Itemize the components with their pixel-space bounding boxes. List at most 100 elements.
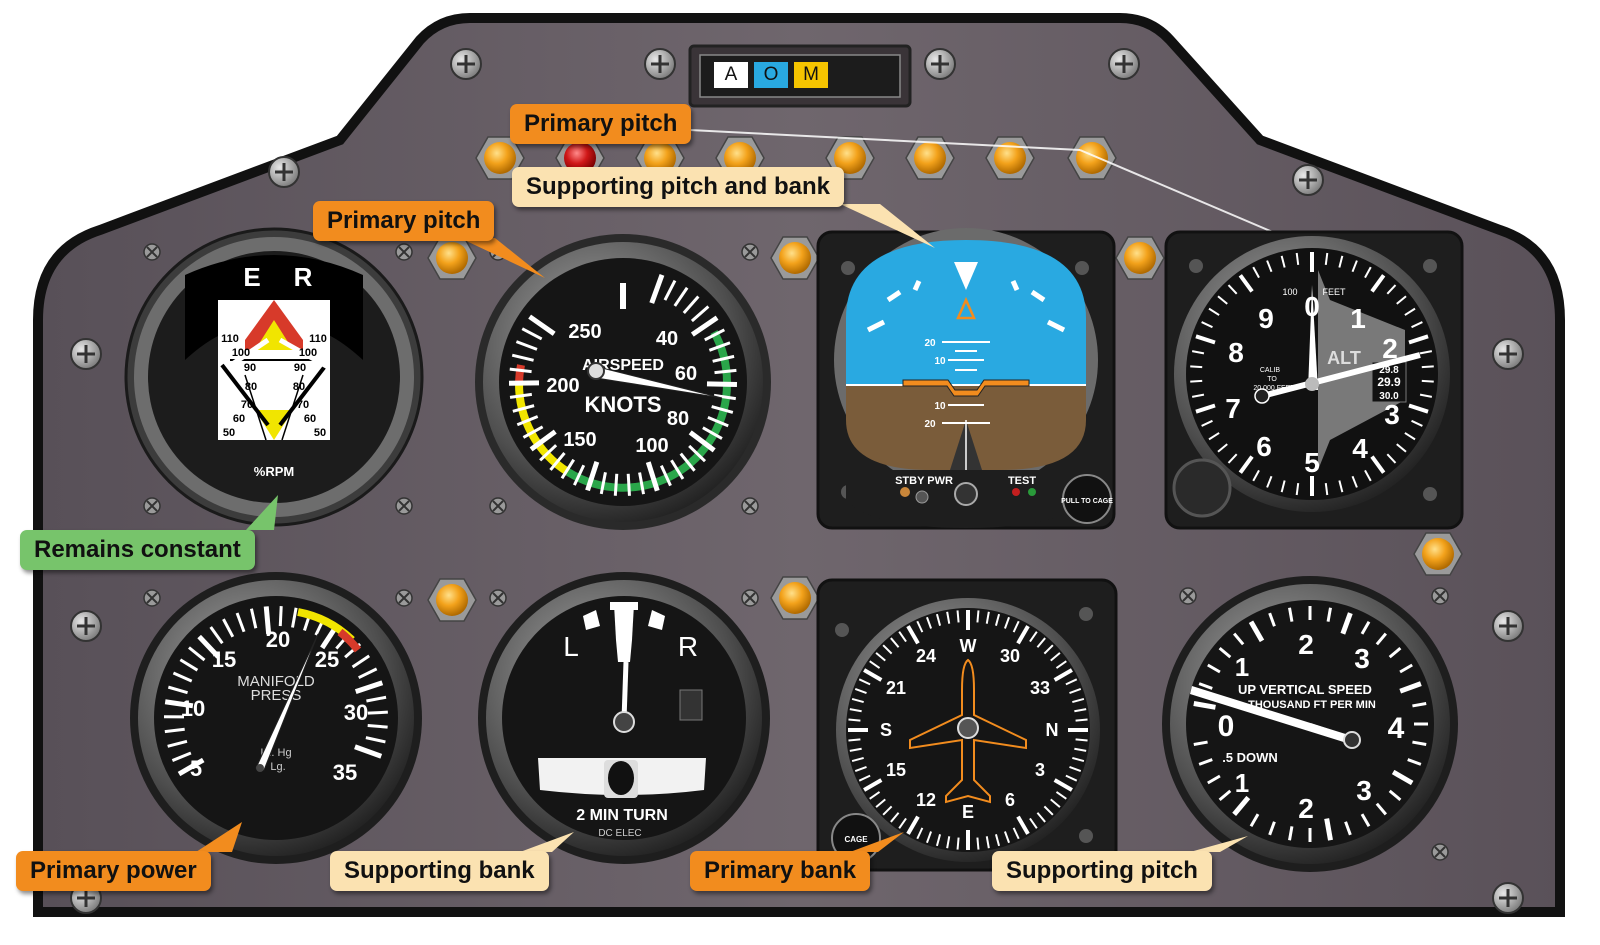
mp-label-15: 15 — [212, 647, 236, 672]
hdg-card-e: E — [962, 802, 974, 822]
tach-scale-100-right: 100 — [299, 347, 317, 359]
tachometer-gauge: E R 110 100 90 80 70 60 50 110 100 90 80… — [124, 227, 424, 527]
turn-inclinometer-ball — [608, 761, 634, 795]
alt-digit-4: 4 — [1352, 433, 1368, 464]
alt-digit-6: 6 — [1256, 431, 1272, 462]
callout-airspeed-primary-pitch: Primary pitch — [313, 201, 495, 241]
manifold-pressure-gauge: 5 10 15 20 25 30 35 MANIFOLD PRESS IN. H… — [130, 572, 422, 864]
alt-label-alt: ALT — [1327, 348, 1361, 368]
warning-lamp-icon — [1067, 136, 1117, 180]
hdg-num-33: 33 — [1030, 678, 1050, 698]
ai-cage-knob[interactable] — [1062, 474, 1112, 524]
screw-icon — [70, 610, 102, 642]
mp-label-35: 35 — [333, 760, 357, 785]
alt-label-100: 100 — [1282, 287, 1297, 297]
attitude-indicator: 20 10 10 20 STBY PWR TEST PULL TO CAGE — [816, 228, 1116, 530]
screw-icon — [450, 48, 482, 80]
tach-label-e: E — [243, 262, 260, 292]
tach-scale-110-left: 110 — [221, 333, 239, 345]
small-screw-icon — [143, 589, 161, 607]
hdg-cage-label: CAGE — [844, 835, 868, 844]
alt-short-needle — [1261, 352, 1421, 399]
vsi-label-2-down: 2 — [1298, 793, 1314, 824]
alt-kollsman-1: 29.8 — [1379, 365, 1399, 376]
callout-tachometer-constant: Remains constant — [20, 530, 255, 570]
asi-label-40: 40 — [656, 328, 678, 350]
tach-scale-110-right: 110 — [309, 333, 327, 345]
alt-setting-knob[interactable] — [1172, 458, 1232, 518]
tach-scale-50-left: 50 — [223, 427, 235, 439]
marker-a-light: A — [714, 62, 748, 88]
small-screw-icon — [1431, 843, 1449, 861]
mp-label-10: 10 — [181, 696, 205, 721]
tach-scale-90-left: 90 — [244, 362, 256, 374]
asi-label-200: 200 — [546, 375, 579, 397]
turn-right-label: R — [678, 631, 698, 662]
alt-digit-8: 8 — [1228, 337, 1244, 368]
hdg-num-24: 24 — [916, 646, 936, 666]
hdg-card-n: N — [1046, 720, 1059, 740]
alt-calib-1: CALIB — [1260, 367, 1281, 374]
vsi-up-label: UP VERTICAL SPEED — [1238, 682, 1372, 697]
small-screw-icon — [395, 589, 413, 607]
turn-left-label: L — [563, 631, 579, 662]
callout-attitude-supporting: Supporting pitch and bank — [512, 167, 844, 207]
hdg-num-6: 6 — [1005, 790, 1015, 810]
vsi-label-1-down: 1 — [1235, 768, 1249, 798]
ai-stby-pwr: STBY PWR — [895, 475, 953, 487]
callout-altimeter-primary-pitch: Primary pitch — [510, 104, 692, 144]
screw-icon — [1492, 338, 1524, 370]
turn-sub-label: DC ELEC — [598, 828, 641, 839]
hdg-num-30: 30 — [1000, 646, 1020, 666]
ai-pitch-20-up: 20 — [924, 338, 936, 349]
vsi-label-2-up: 2 — [1298, 629, 1314, 660]
warning-lamp-icon — [985, 136, 1035, 180]
ai-pitch-20-down: 20 — [924, 419, 936, 430]
screw-icon — [70, 338, 102, 370]
warning-lamp-icon — [825, 136, 875, 180]
hdg-num-15: 15 — [886, 760, 906, 780]
hdg-card-s: S — [880, 720, 892, 740]
alt-calib-2: TO — [1267, 376, 1277, 383]
marker-beacon-lights: A O M — [714, 62, 828, 88]
alt-label-feet: FEET — [1322, 287, 1346, 297]
tach-unit: %RPM — [254, 464, 294, 479]
vsi-label-0: 0 — [1218, 710, 1235, 743]
screw-icon — [644, 48, 676, 80]
warning-lamp-icon — [427, 578, 477, 622]
asi-label-80: 80 — [667, 408, 689, 430]
ai-stby-knob[interactable] — [954, 482, 978, 506]
marker-m-light: M — [794, 62, 828, 88]
tach-scale-70-right: 70 — [297, 399, 309, 411]
tach-scale-80-left: 80 — [245, 381, 257, 393]
vsi-sub-label: THOUSAND FT PER MIN — [1248, 699, 1376, 711]
screw-icon — [924, 48, 956, 80]
tach-scale-60-left: 60 — [233, 413, 245, 425]
annunciator-lamps — [427, 136, 1463, 622]
small-screw-icon — [1179, 587, 1197, 605]
asi-unit: KNOTS — [585, 392, 662, 417]
alt-digit-1: 1 — [1350, 303, 1366, 334]
small-screw-icon — [1431, 587, 1449, 605]
ai-test: TEST — [1008, 475, 1036, 487]
screw-icon — [1492, 882, 1524, 914]
alt-long-needle — [1308, 285, 1318, 390]
callout-pointers — [196, 204, 1248, 852]
callout-turn-supporting-bank: Supporting bank — [330, 851, 549, 891]
small-screw-icon — [489, 497, 507, 515]
asi-label-150: 150 — [563, 429, 596, 451]
small-screw-icon — [489, 589, 507, 607]
asi-label-60: 60 — [675, 363, 697, 385]
panel-screws — [70, 48, 1524, 914]
tach-scale-80-right: 80 — [293, 381, 305, 393]
alt-digit-7: 7 — [1225, 393, 1241, 424]
vsi-label-3-up: 3 — [1354, 643, 1370, 674]
turn-bottom-label: 2 MIN TURN — [576, 807, 668, 824]
alt-kollsman-3: 30.0 — [1379, 391, 1399, 402]
callout-manifold-primary-power: Primary power — [16, 851, 211, 891]
hdg-aircraft-symbol — [909, 658, 1027, 804]
vsi-label-1-up: 1 — [1235, 652, 1249, 682]
tach-scale-100-left: 100 — [232, 347, 250, 359]
heading-indicator: W E S N 3 6 12 15 21 24 30 33 CAGE — [816, 578, 1118, 872]
vsi-label-4: 4 — [1388, 712, 1405, 745]
